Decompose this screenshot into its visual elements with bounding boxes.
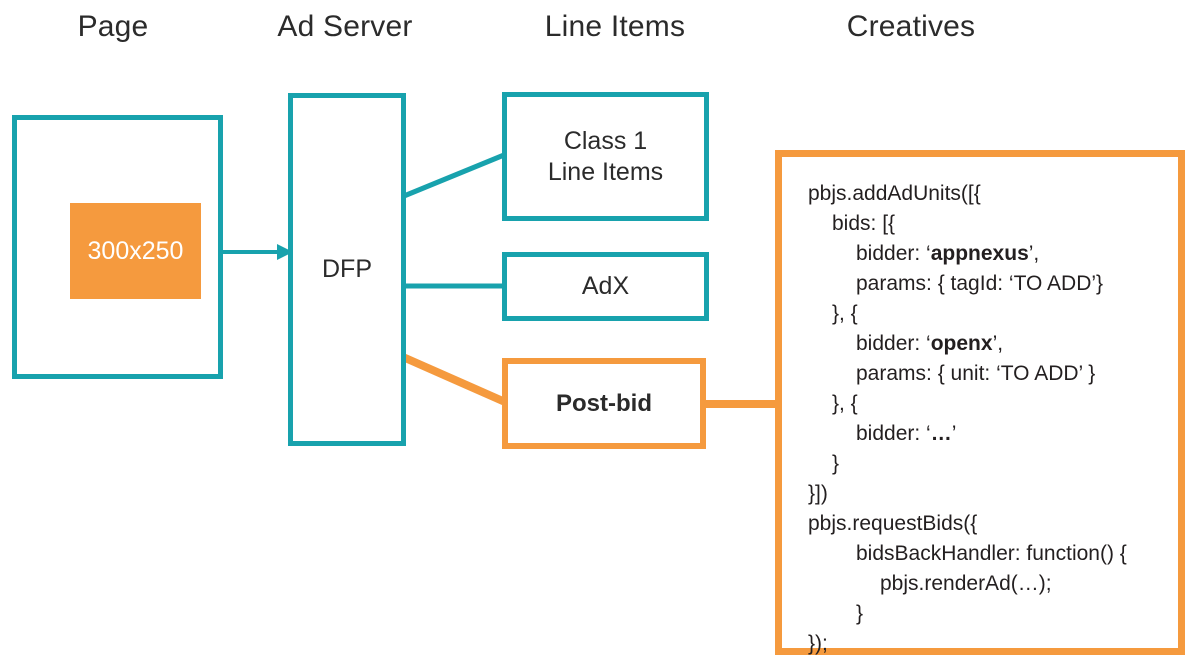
code-token: }, {	[832, 302, 858, 325]
ad-slot-300x250[interactable]: 300x250	[70, 203, 201, 299]
code-line: bidder: ‘…’	[808, 419, 1178, 449]
adx-label: AdX	[581, 272, 630, 300]
code-line: bidder: ‘appnexus’,	[808, 239, 1178, 269]
code-token: ’,	[1028, 242, 1040, 265]
code-token: ’	[951, 422, 957, 445]
code-line: pbjs.renderAd(…);	[808, 569, 1178, 599]
code-line: }, {	[808, 299, 1178, 329]
dfp-label: DFP	[322, 255, 372, 283]
code-token: }, {	[832, 392, 858, 415]
code-token: });	[808, 632, 828, 655]
post-bid-label: Post-bid	[556, 390, 652, 417]
column-header-creatives: Creatives	[846, 10, 976, 43]
class1-line-items-label-line2: Line Items	[547, 157, 664, 186]
code-token: bidder: ‘	[856, 332, 931, 355]
code-token: bidder: ‘	[856, 242, 931, 265]
column-header-page: Page	[77, 10, 149, 43]
code-token: bids: [{	[832, 212, 896, 235]
code-token: params: { tagId: ‘TO ADD’}	[856, 272, 1104, 295]
class1-line-items-label: Class 1 Line Items	[548, 126, 663, 188]
code-token: }])	[808, 482, 828, 505]
code-token-emphasis: appnexus	[930, 242, 1029, 265]
column-header-line-items: Line Items	[544, 10, 686, 43]
class1-line-items-box[interactable]: Class 1 Line Items	[502, 92, 709, 221]
code-body: pbjs.addAdUnits([{bids: [{bidder: ‘appne…	[808, 179, 1178, 659]
post-bid-box[interactable]: Post-bid	[502, 358, 706, 449]
code-token-emphasis: …	[930, 422, 952, 445]
code-token: }	[832, 452, 840, 475]
code-line: pbjs.requestBids({	[808, 509, 1178, 539]
code-line: params: { tagId: ‘TO ADD’}	[808, 269, 1178, 299]
code-line: }])	[808, 479, 1178, 509]
code-line: bidder: ‘openx’,	[808, 329, 1178, 359]
code-token: ’,	[992, 332, 1004, 355]
code-line: params: { unit: ‘TO ADD’ }	[808, 359, 1178, 389]
code-line: });	[808, 629, 1178, 659]
class1-line-items-label-line1: Class 1	[563, 126, 648, 155]
code-line: }	[808, 449, 1178, 479]
code-line: bidsBackHandler: function() {	[808, 539, 1178, 569]
creative-code-panel[interactable]: pbjs.addAdUnits([{bids: [{bidder: ‘appne…	[775, 150, 1185, 655]
code-line: }	[808, 599, 1178, 629]
code-token: pbjs.renderAd(…);	[880, 572, 1052, 595]
column-header-ad-server: Ad Server	[277, 10, 413, 43]
code-token: }	[856, 602, 864, 625]
dfp-box[interactable]: DFP	[288, 93, 406, 446]
code-line: pbjs.addAdUnits([{	[808, 179, 1178, 209]
ad-slot-label: 300x250	[87, 236, 184, 265]
code-token: params: { unit: ‘TO ADD’ }	[856, 362, 1096, 385]
dfp-to-postbid-line	[401, 353, 507, 406]
code-token: pbjs.addAdUnits([{	[808, 182, 981, 205]
dfp-to-class1-line	[403, 152, 505, 199]
code-token: bidder: ‘	[856, 422, 931, 445]
code-token-emphasis: openx	[930, 332, 993, 355]
code-line: bids: [{	[808, 209, 1178, 239]
code-token: pbjs.requestBids({	[808, 512, 978, 535]
adx-box[interactable]: AdX	[502, 252, 709, 321]
code-line: }, {	[808, 389, 1178, 419]
code-token: bidsBackHandler: function() {	[856, 542, 1127, 565]
